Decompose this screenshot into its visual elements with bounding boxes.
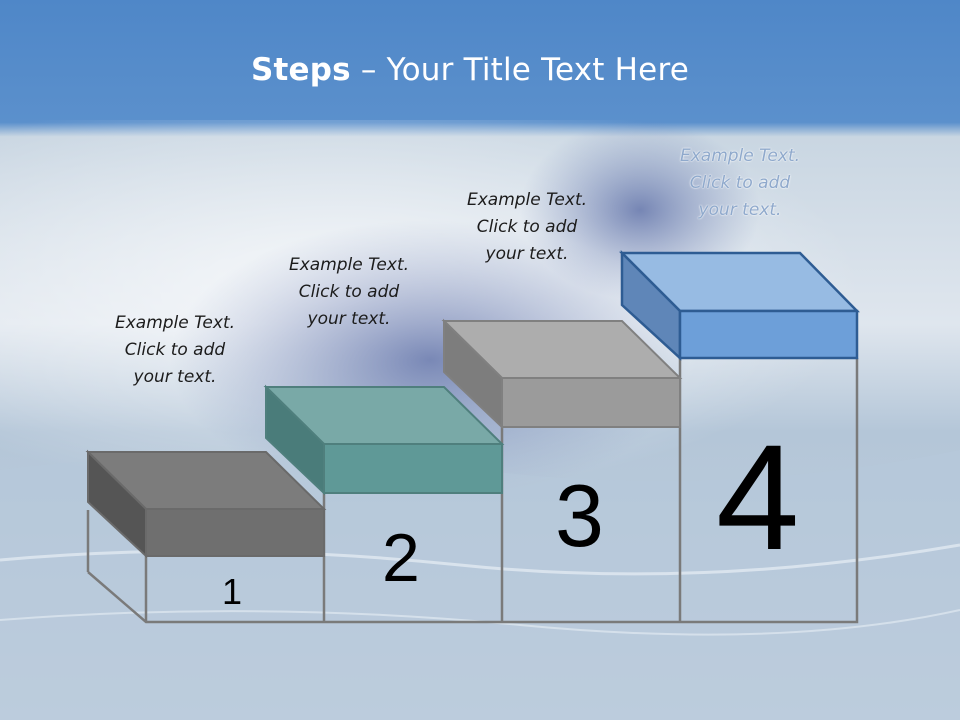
caption-line: Click to add: [476, 217, 578, 237]
caption-line: Click to add: [298, 282, 400, 302]
caption-line: Example Text.: [114, 313, 236, 333]
title-rest: – Your Title Text Here: [350, 52, 689, 88]
caption-line: your text.: [307, 309, 391, 329]
caption-line: Example Text.: [679, 146, 801, 166]
step-block-2[interactable]: [263, 384, 505, 496]
step-block-4[interactable]: [618, 249, 860, 361]
caption-line: Example Text.: [466, 190, 588, 210]
step-number-3: 3: [555, 466, 604, 565]
step-caption-1[interactable]: Example Text. Click to add your text.: [75, 310, 275, 391]
step-block-3[interactable]: [441, 318, 683, 430]
step-caption-2[interactable]: Example Text. Click to add your text.: [249, 252, 449, 333]
step-block-1[interactable]: [85, 449, 327, 559]
caption-line: Example Text.: [288, 255, 410, 275]
caption-line: Click to add: [689, 173, 791, 193]
caption-line: your text.: [133, 367, 217, 387]
step-caption-4[interactable]: Example Text. Click to add your text.: [640, 143, 840, 224]
step-number-2: 2: [382, 520, 420, 596]
caption-line: your text.: [698, 200, 782, 220]
step-number-4: 4: [716, 413, 800, 581]
caption-line: Click to add: [124, 340, 226, 360]
caption-line: your text.: [485, 244, 569, 264]
step-number-1: 1: [222, 571, 243, 612]
title-bold: Steps: [250, 52, 351, 88]
step-caption-3[interactable]: Example Text. Click to add your text.: [427, 187, 627, 268]
slide-title[interactable]: Steps – Your Title Text Here: [0, 52, 940, 88]
